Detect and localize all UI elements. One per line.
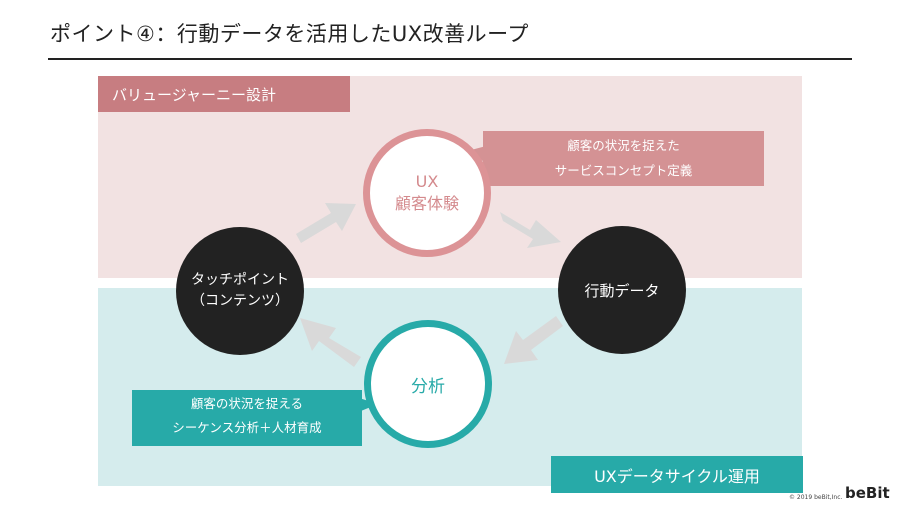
touchpoint-node-line-2: （コンテンツ） bbox=[191, 293, 289, 309]
analysis-callout: 顧客の状況を捉える シーケンス分析＋人材育成 bbox=[132, 390, 362, 446]
arrow-ux-to-data bbox=[500, 212, 561, 248]
copyright-text: © 2019 beBit,Inc. bbox=[789, 494, 843, 501]
ux-node-line-1: UX bbox=[415, 172, 439, 191]
analysis-callout-line-1: 顧客の状況を捉える bbox=[190, 396, 304, 411]
behavior-data-label: 行動データ bbox=[584, 281, 660, 300]
title-divider bbox=[48, 58, 852, 60]
value-journey-label: バリュージャーニー設計 bbox=[98, 76, 350, 112]
ux-data-cycle-label: UXデータサイクル運用 bbox=[551, 456, 803, 493]
page-title: ポイント④：行動データを活用したUX改善ループ bbox=[50, 22, 529, 46]
touchpoint-node: タッチポイント （コンテンツ） bbox=[176, 227, 304, 355]
ux-node-line-2: 顧客体験 bbox=[394, 194, 459, 213]
concept-callout-line-1: 顧客の状況を捉えた bbox=[567, 138, 680, 153]
arrow-data-to-analysis bbox=[504, 316, 563, 364]
ux-node: UX 顧客体験 bbox=[363, 129, 491, 257]
concept-callout: 顧客の状況を捉えた サービスコンセプト定義 bbox=[483, 131, 764, 186]
touchpoint-node-line-1: タッチポイント bbox=[191, 272, 289, 288]
bebit-logo: beBit bbox=[845, 484, 890, 502]
arrow-touchpoint-to-ux bbox=[296, 203, 356, 243]
analysis-label: 分析 bbox=[411, 376, 445, 397]
analysis-callout-line-2: シーケンス分析＋人材育成 bbox=[172, 420, 322, 435]
concept-callout-line-2: サービスコンセプト定義 bbox=[554, 163, 693, 178]
behavior-data-node: 行動データ bbox=[558, 226, 686, 354]
analysis-node: 分析 bbox=[364, 320, 492, 448]
arrow-analysis-to-touchpoint bbox=[300, 318, 361, 367]
